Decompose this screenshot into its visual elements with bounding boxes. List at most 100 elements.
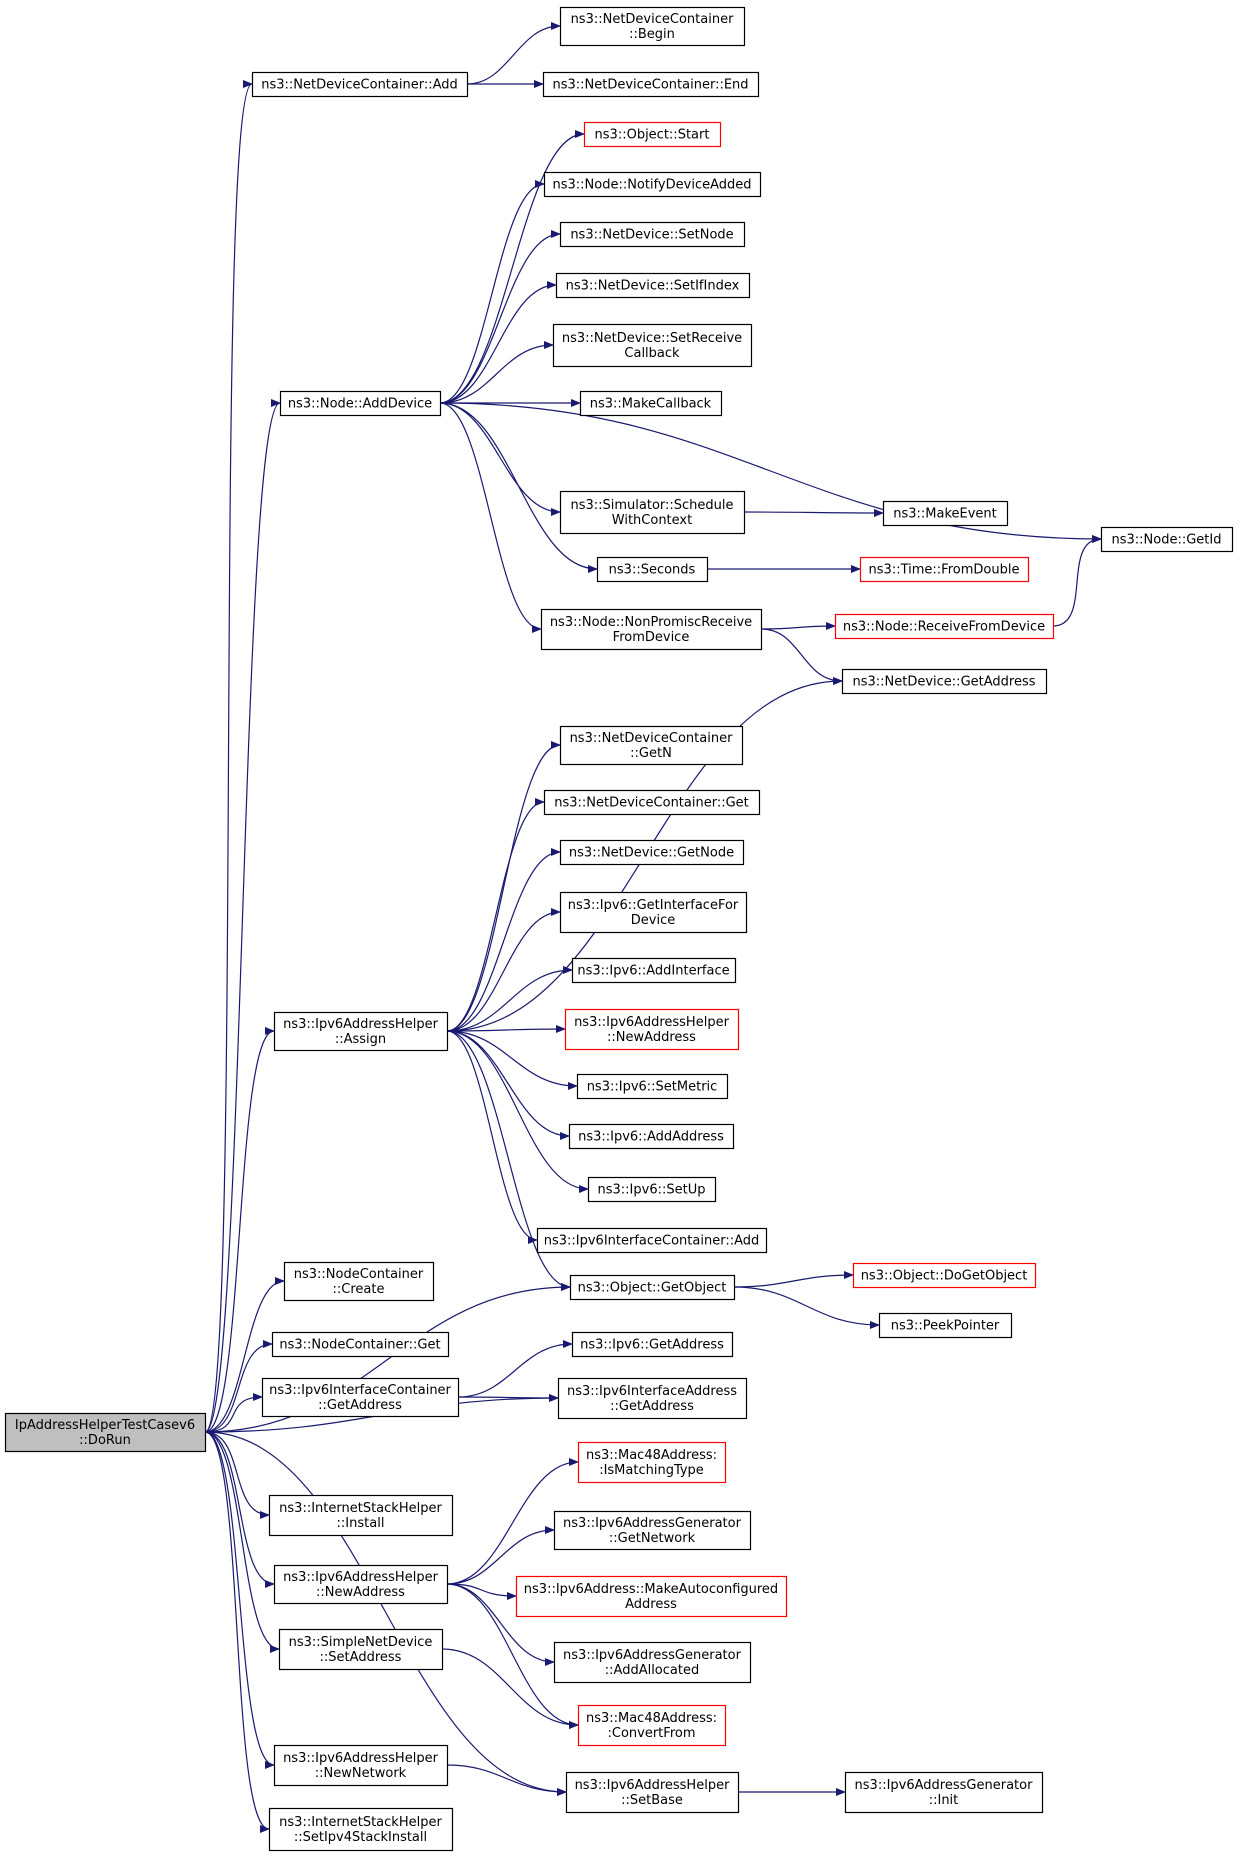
node-label: ns3::Ipv6AddressGenerator [563, 1516, 742, 1531]
node-ndc_add[interactable]: ns3::NetDeviceContainer::Add [251, 71, 469, 98]
node-obj_start[interactable]: ns3::Object::Start [583, 121, 722, 148]
call-edge-ndc_add-to-ndc_begin [466, 22, 561, 85]
node-ipv6ic_getaddress[interactable]: ns3::Ipv6InterfaceContainer::GetAddress [261, 1377, 460, 1418]
call-edge-root-to-ipv6ah_setbase [204, 1431, 567, 1796]
node-label: ns3::Object::Start [595, 128, 710, 143]
call-edge-root-to-ipv6ah_assign [204, 1027, 275, 1433]
node-label: ::Init [929, 1793, 959, 1808]
node-label: ns3::InternetStackHelper [279, 1815, 442, 1830]
node-nd_getaddress[interactable]: ns3::NetDevice::GetAddress [841, 668, 1048, 695]
node-node_receive[interactable]: ns3::Node::ReceiveFromDevice [834, 613, 1055, 640]
node-box [271, 1331, 450, 1358]
node-makeevent[interactable]: ns3::MakeEvent [882, 500, 1009, 527]
node-root[interactable]: IpAddressHelperTestCasev6::DoRun [4, 1412, 207, 1453]
node-ndc_get[interactable]: ns3::NetDeviceContainer::Get [543, 789, 761, 816]
node-peekpointer[interactable]: ns3::PeekPointer [878, 1312, 1013, 1339]
node-ipv6ah_assign[interactable]: ns3::Ipv6AddressHelper::Assign [273, 1011, 449, 1052]
call-edge-sim_schedule-to-makeevent [743, 508, 884, 517]
node-ipv6ah_newaddress_r[interactable]: ns3::Ipv6AddressHelper::NewAddress [564, 1008, 740, 1051]
node-ipv6ah_newaddress[interactable]: ns3::Ipv6AddressHelper::NewAddress [273, 1564, 449, 1605]
node-mac48_ismatching[interactable]: ns3::Mac48Address::IsMatchingType [577, 1441, 727, 1484]
node-box [559, 891, 748, 934]
node-ipv6_getaddress[interactable]: ns3::Ipv6::GetAddress [571, 1331, 734, 1358]
call-edge-ipv6ah_newnetwork-to-ipv6ah_setbase [446, 1764, 567, 1796]
node-label: ::AddAllocated [605, 1663, 699, 1678]
node-box [583, 121, 722, 148]
node-label: ns3::NetDevice::GetNode [569, 846, 734, 861]
node-ipv6_addaddress[interactable]: ns3::Ipv6::AddAddress [568, 1123, 735, 1150]
node-label: ns3::Node::GetId [1112, 533, 1222, 548]
node-ndc_begin[interactable]: ns3::NetDeviceContainer::Begin [559, 6, 746, 47]
node-label: ns3::Ipv6AddressHelper [574, 1015, 730, 1030]
call-edge-root-to-node_adddevice [204, 399, 281, 1433]
node-node_notify[interactable]: ns3::Node::NotifyDeviceAdded [543, 171, 762, 198]
node-ipv6ag_addalloc[interactable]: ns3::Ipv6AddressGenerator::AddAllocated [553, 1641, 752, 1684]
node-label: ns3::Object::DoGetObject [861, 1269, 1028, 1284]
node-label: ns3::NetDeviceContainer::Get [554, 796, 749, 811]
node-label: ns3::Mac48Address: [586, 1448, 717, 1463]
node-node_getid[interactable]: ns3::Node::GetId [1100, 526, 1234, 553]
node-box [577, 1704, 727, 1747]
node-ipv6ag_init[interactable]: ns3::Ipv6AddressGenerator::Init [844, 1771, 1044, 1814]
node-seconds[interactable]: ns3::Seconds [596, 556, 709, 583]
call-edge-ipv6ah_assign-to-ipv6ic_add [446, 1030, 538, 1244]
node-label: ns3::NetDeviceContainer [570, 731, 734, 746]
node-ipv6ah_newnetwork[interactable]: ns3::Ipv6AddressHelper::NewNetwork [273, 1744, 449, 1787]
node-box [596, 556, 709, 583]
node-label: Callback [624, 346, 680, 361]
node-ipv6ah_setbase[interactable]: ns3::Ipv6AddressHelper::SetBase [565, 1771, 740, 1814]
node-ipv6ag_getnetwork[interactable]: ns3::Ipv6AddressGenerator::GetNetwork [553, 1510, 752, 1551]
node-ipv6ic_add[interactable]: ns3::Ipv6InterfaceContainer::Add [536, 1227, 768, 1254]
node-box [543, 171, 762, 198]
node-obj_dogetobject[interactable]: ns3::Object::DoGetObject [852, 1262, 1037, 1289]
node-snd_setaddress[interactable]: ns3::SimpleNetDevice::SetAddress [278, 1628, 444, 1671]
node-label: ::NewNetwork [315, 1766, 407, 1781]
node-label: ::Assign [335, 1032, 386, 1047]
call-edge-node_adddevice-to-node_nonpromisc [439, 402, 542, 633]
node-ndc_end[interactable]: ns3::NetDeviceContainer::End [542, 71, 760, 98]
node-nd_setifindex[interactable]: ns3::NetDevice::SetIfIndex [555, 272, 751, 299]
node-label: ns3::Ipv6InterfaceAddress [567, 1384, 737, 1399]
node-ndc_getn[interactable]: ns3::NetDeviceContainer::GetN [559, 725, 744, 766]
call-edge-ipv6ah_newaddress-to-ipv6a_makeauto [446, 1583, 517, 1600]
node-nd_setnode[interactable]: ns3::NetDevice::SetNode [559, 221, 746, 248]
node-ipv6_setmetric[interactable]: ns3::Ipv6::SetMetric [576, 1073, 729, 1100]
node-box [564, 1008, 740, 1051]
node-box [577, 1441, 727, 1484]
call-edge-node_receive-to-node_getid [1052, 535, 1102, 627]
node-ish_install[interactable]: ns3::InternetStackHelper::Install [268, 1494, 454, 1537]
node-obj_getobject[interactable]: ns3::Object::GetObject [569, 1274, 736, 1301]
call-edge-node_nonpromisc-to-nd_getaddress [760, 628, 843, 685]
node-box [559, 725, 744, 766]
node-box [278, 1628, 444, 1671]
node-nc_create[interactable]: ns3::NodeContainer::Create [283, 1261, 435, 1302]
edge-layer [204, 22, 1102, 1833]
node-makecallback[interactable]: ns3::MakeCallback [579, 390, 723, 417]
call-edge-node_adddevice-to-seconds [439, 402, 598, 573]
node-box [543, 789, 761, 816]
node-box [844, 1771, 1044, 1814]
node-mac48_convert[interactable]: ns3::Mac48Address::ConvertFrom [577, 1704, 727, 1747]
node-box [568, 1123, 735, 1150]
node-label: ns3::MakeCallback [590, 397, 712, 412]
node-box [536, 1227, 768, 1254]
node-ipv6a_makeauto[interactable]: ns3::Ipv6Address::MakeAutoconfiguredAddr… [515, 1575, 788, 1618]
node-ish_setipv4[interactable]: ns3::InternetStackHelper::SetIpv4StackIn… [268, 1807, 454, 1852]
call-edge-root-to-ndc_add [204, 80, 253, 1433]
node-time_fromdouble[interactable]: ns3::Time::FromDouble [859, 556, 1030, 583]
call-edge-node_adddevice-to-nd_setnode [439, 230, 561, 404]
node-box [559, 6, 746, 47]
node-label: ::GetAddress [318, 1398, 402, 1413]
node-ipv6_addiface[interactable]: ns3::Ipv6::AddInterface [571, 957, 737, 984]
call-edge-ipv6ah_assign-to-ipv6_getiface [446, 908, 561, 1032]
node-nd_getnode[interactable]: ns3::NetDevice::GetNode [559, 839, 745, 866]
node-ipv6_setup[interactable]: ns3::Ipv6::SetUp [587, 1176, 717, 1203]
node-ipv6ia_getaddress[interactable]: ns3::Ipv6InterfaceAddress::GetAddress [557, 1377, 748, 1420]
node-node_adddevice[interactable]: ns3::Node::AddDevice [279, 390, 442, 417]
node-nc_get[interactable]: ns3::NodeContainer::Get [271, 1331, 450, 1358]
node-box [4, 1412, 207, 1453]
